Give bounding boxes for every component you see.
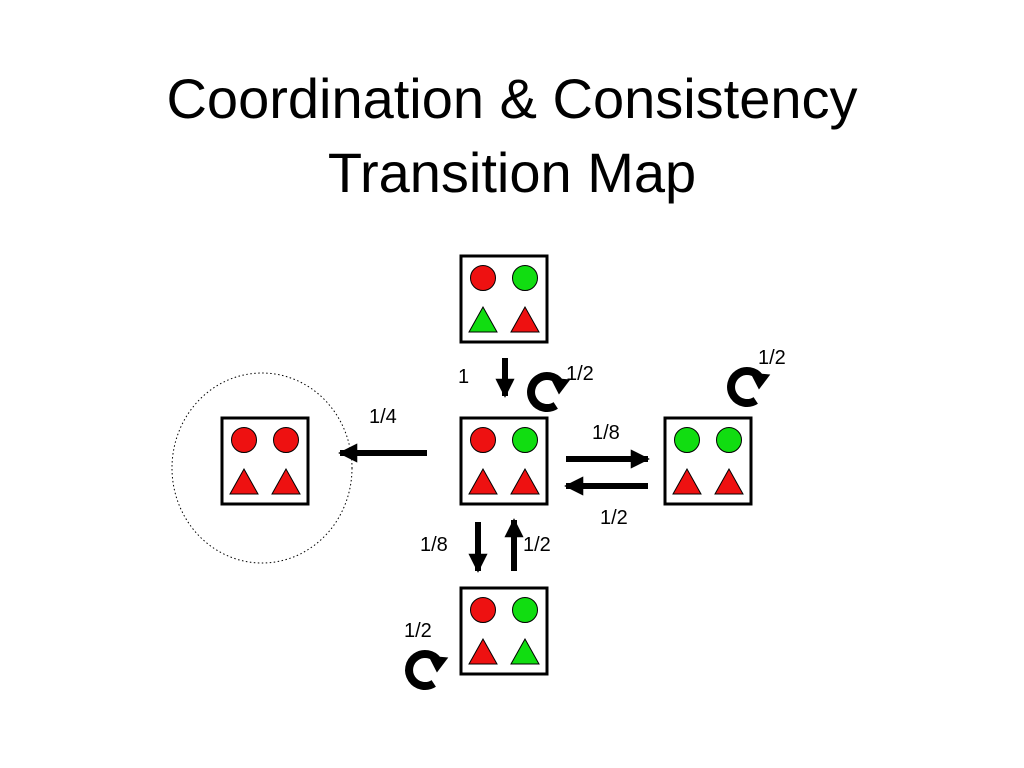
red-triangle xyxy=(271,467,301,495)
label-right-self: 1/2 xyxy=(758,347,786,369)
title-line-1: Coordination & Consistency xyxy=(166,67,858,130)
green-circle xyxy=(512,265,538,291)
self-loop-right xyxy=(727,367,771,408)
label-right-to-center: 1/2 xyxy=(600,507,628,529)
red-circle xyxy=(470,597,496,623)
red-triangle xyxy=(468,467,498,495)
green-circle xyxy=(512,597,538,623)
state-center xyxy=(459,416,549,506)
state-top xyxy=(459,254,549,344)
label-center-self: 1/2 xyxy=(566,363,594,385)
green-triangle xyxy=(510,637,540,665)
red-triangle xyxy=(714,467,744,495)
red-circle xyxy=(470,427,496,453)
self-loop-bottom xyxy=(405,650,449,691)
red-circle xyxy=(470,265,496,291)
green-triangle xyxy=(468,305,498,333)
absorbing-state-circle xyxy=(171,372,353,564)
title-line-2: Transition Map xyxy=(327,141,697,204)
green-circle xyxy=(674,427,700,453)
red-circle xyxy=(231,427,257,453)
red-triangle xyxy=(510,305,540,333)
red-triangle xyxy=(510,467,540,495)
green-circle xyxy=(716,427,742,453)
label-top-to-center: 1 xyxy=(458,366,469,388)
green-circle xyxy=(512,427,538,453)
red-triangle xyxy=(229,467,259,495)
label-center-to-left: 1/4 xyxy=(369,406,397,428)
state-bottom xyxy=(459,586,549,676)
label-bottom-to-center: 1/2 xyxy=(523,534,551,556)
red-circle xyxy=(273,427,299,453)
red-triangle xyxy=(468,637,498,665)
red-triangle xyxy=(672,467,702,495)
label-bottom-self: 1/2 xyxy=(404,620,432,642)
state-right xyxy=(663,416,753,506)
label-center-to-right: 1/8 xyxy=(592,422,620,444)
slide-title: Coordination & Consistency Transition Ma… xyxy=(0,62,1024,210)
label-center-to-bottom: 1/8 xyxy=(420,534,448,556)
self-loop-center xyxy=(527,372,571,413)
state-left xyxy=(220,416,310,506)
